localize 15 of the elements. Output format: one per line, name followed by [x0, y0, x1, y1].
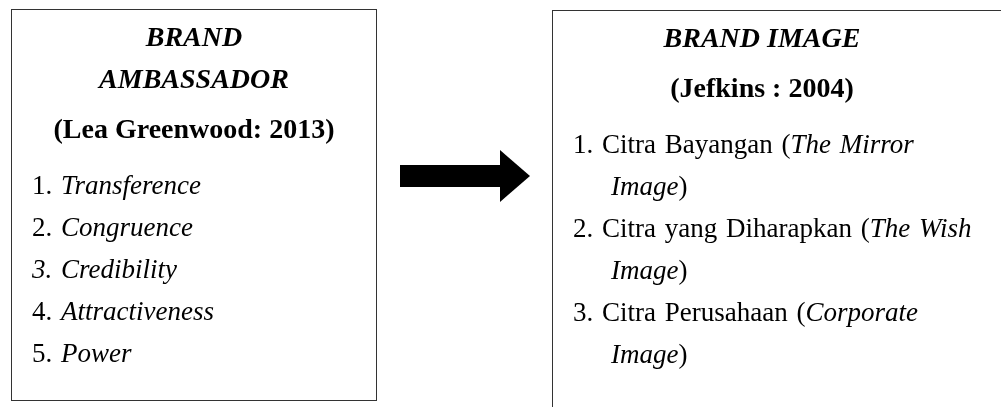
list-item: 4. Attractiveness: [32, 295, 215, 328]
list-item: 1. Citra Bayangan (The Mirror Image): [573, 128, 915, 203]
list-item: 5. Power: [32, 337, 133, 370]
box-subheading: (Lea Greenwood: 2013): [53, 112, 335, 146]
list-item: 2. Congruence: [32, 211, 194, 244]
text-box: [11, 9, 377, 401]
list-item: 2. Citra yang Diharapkan (The Wish Image): [573, 212, 973, 287]
list-item: 1. Transference: [32, 169, 202, 202]
list-item: 3. Citra Perusahaan (Corporate Image): [573, 296, 919, 371]
box-heading: BRAND IMAGE: [662, 21, 862, 55]
box-heading: BRAND AMBASSADOR: [96, 20, 290, 96]
list-item: 3. Credibility: [32, 253, 178, 286]
text-box: [552, 10, 1001, 407]
arrow: [400, 150, 530, 202]
box-subheading: (Jefkins : 2004): [670, 71, 854, 105]
